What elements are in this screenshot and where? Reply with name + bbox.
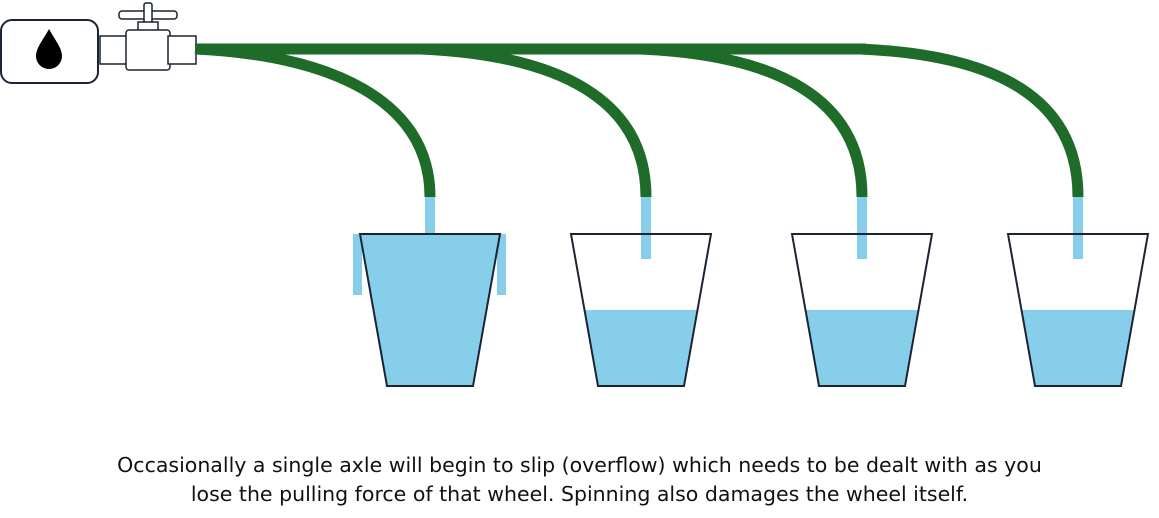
- cup-1: [358, 233, 502, 387]
- overflow-spill-left: [353, 234, 362, 295]
- water-stream-3: [857, 197, 867, 259]
- pipe-network: [194, 43, 1084, 198]
- overflow-spill: [353, 234, 506, 295]
- cup-2: [569, 233, 713, 387]
- water-stream-1: [425, 197, 435, 235]
- branch-pipe-1: [194, 43, 436, 198]
- water-stream-2: [641, 197, 651, 259]
- valve-body: [125, 29, 171, 71]
- cup-outline: [790, 233, 934, 387]
- overflow-spill-right: [497, 234, 506, 295]
- faucet-valve-icon: [99, 2, 197, 71]
- water-stream-4: [1073, 197, 1083, 259]
- water-drop-icon: [36, 29, 62, 69]
- cup-water-fill: [571, 310, 711, 386]
- branch-pipe-4: [859, 43, 1084, 198]
- caption-line-1: Occasionally a single axle will begin to…: [117, 453, 1042, 477]
- cups: [358, 233, 1150, 387]
- cup-water-fill: [360, 234, 500, 386]
- overflow-diagram: [0, 2, 1150, 387]
- branch-pipe-3: [639, 43, 868, 198]
- caption-line-2: lose the pulling force of that wheel. Sp…: [190, 482, 969, 506]
- caption: Occasionally a single axle will begin to…: [0, 451, 1159, 509]
- cup-outline: [1006, 233, 1150, 387]
- water-streams: [425, 197, 1083, 259]
- branch-pipe-2: [419, 43, 652, 198]
- cup-outline: [569, 233, 713, 387]
- cup-outline: [358, 233, 502, 387]
- water-source: [0, 19, 99, 84]
- valve-right-connector: [167, 35, 197, 65]
- cup-water-fill: [792, 310, 932, 386]
- valve-left-connector: [99, 35, 129, 65]
